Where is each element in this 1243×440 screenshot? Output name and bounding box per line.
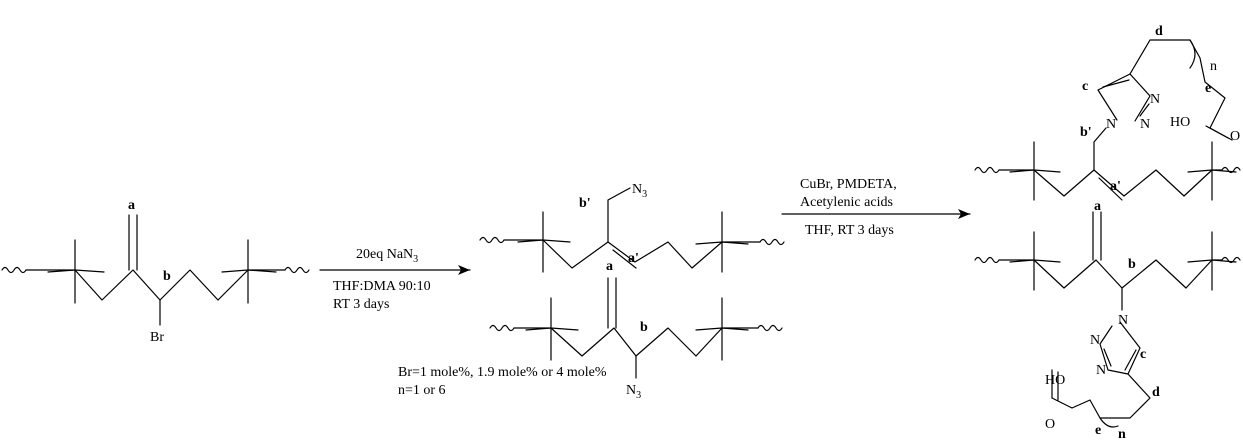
triazole-product-top: d e n c b' a' N N N HO O [974,24,1241,201]
label-d: d [1155,24,1163,39]
label-c: c [1140,347,1146,362]
internal-alkene-bond [1098,177,1123,201]
svg-text:20eq NaN3: 20eq NaN3 [356,247,418,265]
label-n: n [1210,59,1217,74]
svg-text:N3: N3 [626,383,641,401]
atom-n1: N [1106,117,1116,132]
n-values-note: n=1 or 6 [398,383,446,398]
atom-n3: N [1096,363,1106,378]
azide-product-bottom: a b N3 [489,259,783,401]
atom-o: O [1045,417,1055,432]
label-a: a [128,198,135,213]
step2-conditions: THF, RT 3 days [805,223,894,238]
loading-note: Br=1 mole%, 1.9 mole% or 4 mole% [398,365,607,380]
atom-ho: HO [1170,115,1190,130]
reaction-arrow-2: CuBr, PMDETA, Acetylenic acids THF, RT 3… [781,177,971,238]
exo-methylene-bond [128,214,138,271]
atom-n3: N [632,182,642,197]
label-e: e [1095,423,1101,438]
internal-alkene-bond [612,249,637,269]
label-d: d [1152,385,1160,400]
step1-conditions: RT 3 days [333,297,389,312]
azide-product-top: b' a' N3 [479,182,785,273]
reaction-arrow-1: 20eq NaN3 THF:DMA 90:10 RT 3 days [319,247,471,312]
svg-text:N3: N3 [632,182,647,200]
label-b: b [1128,257,1136,272]
label-a-prime: a' [1110,179,1121,194]
wavy-end-left [1,266,27,274]
label-b-prime: b' [579,196,591,211]
atom-o: O [1230,129,1240,144]
label-b: b [163,269,171,284]
atom-n2: N [1140,117,1150,132]
step1-reagent: 20eq NaN [356,247,413,262]
label-n: n [1118,427,1126,440]
label-b: b [640,320,648,335]
label-b-prime: b' [1080,125,1092,140]
label-a: a [606,259,613,274]
step2-reagent-2: Acetylenic acids [800,195,893,210]
wavy-end-right [284,266,310,274]
atom-n2: N [1090,333,1100,348]
triazole-product-bottom: a b c d e n N N N HO O [974,199,1241,440]
atom-n3: N [626,383,636,398]
label-a-prime: a' [628,251,639,266]
step1-solvent: THF:DMA 90:10 [333,279,431,294]
label-e: e [1205,81,1211,96]
label-c: c [1082,79,1088,94]
atom-n1: N [1118,313,1128,328]
step2-reagent-1: CuBr, PMDETA, [800,177,897,192]
triazole-ring [1099,321,1141,375]
atom-n3: N [1150,92,1160,107]
label-a: a [1094,199,1101,214]
starting-polymer: a b Br [1,198,310,345]
atom-ho: HO [1045,373,1065,388]
atom-br: Br [150,330,164,345]
